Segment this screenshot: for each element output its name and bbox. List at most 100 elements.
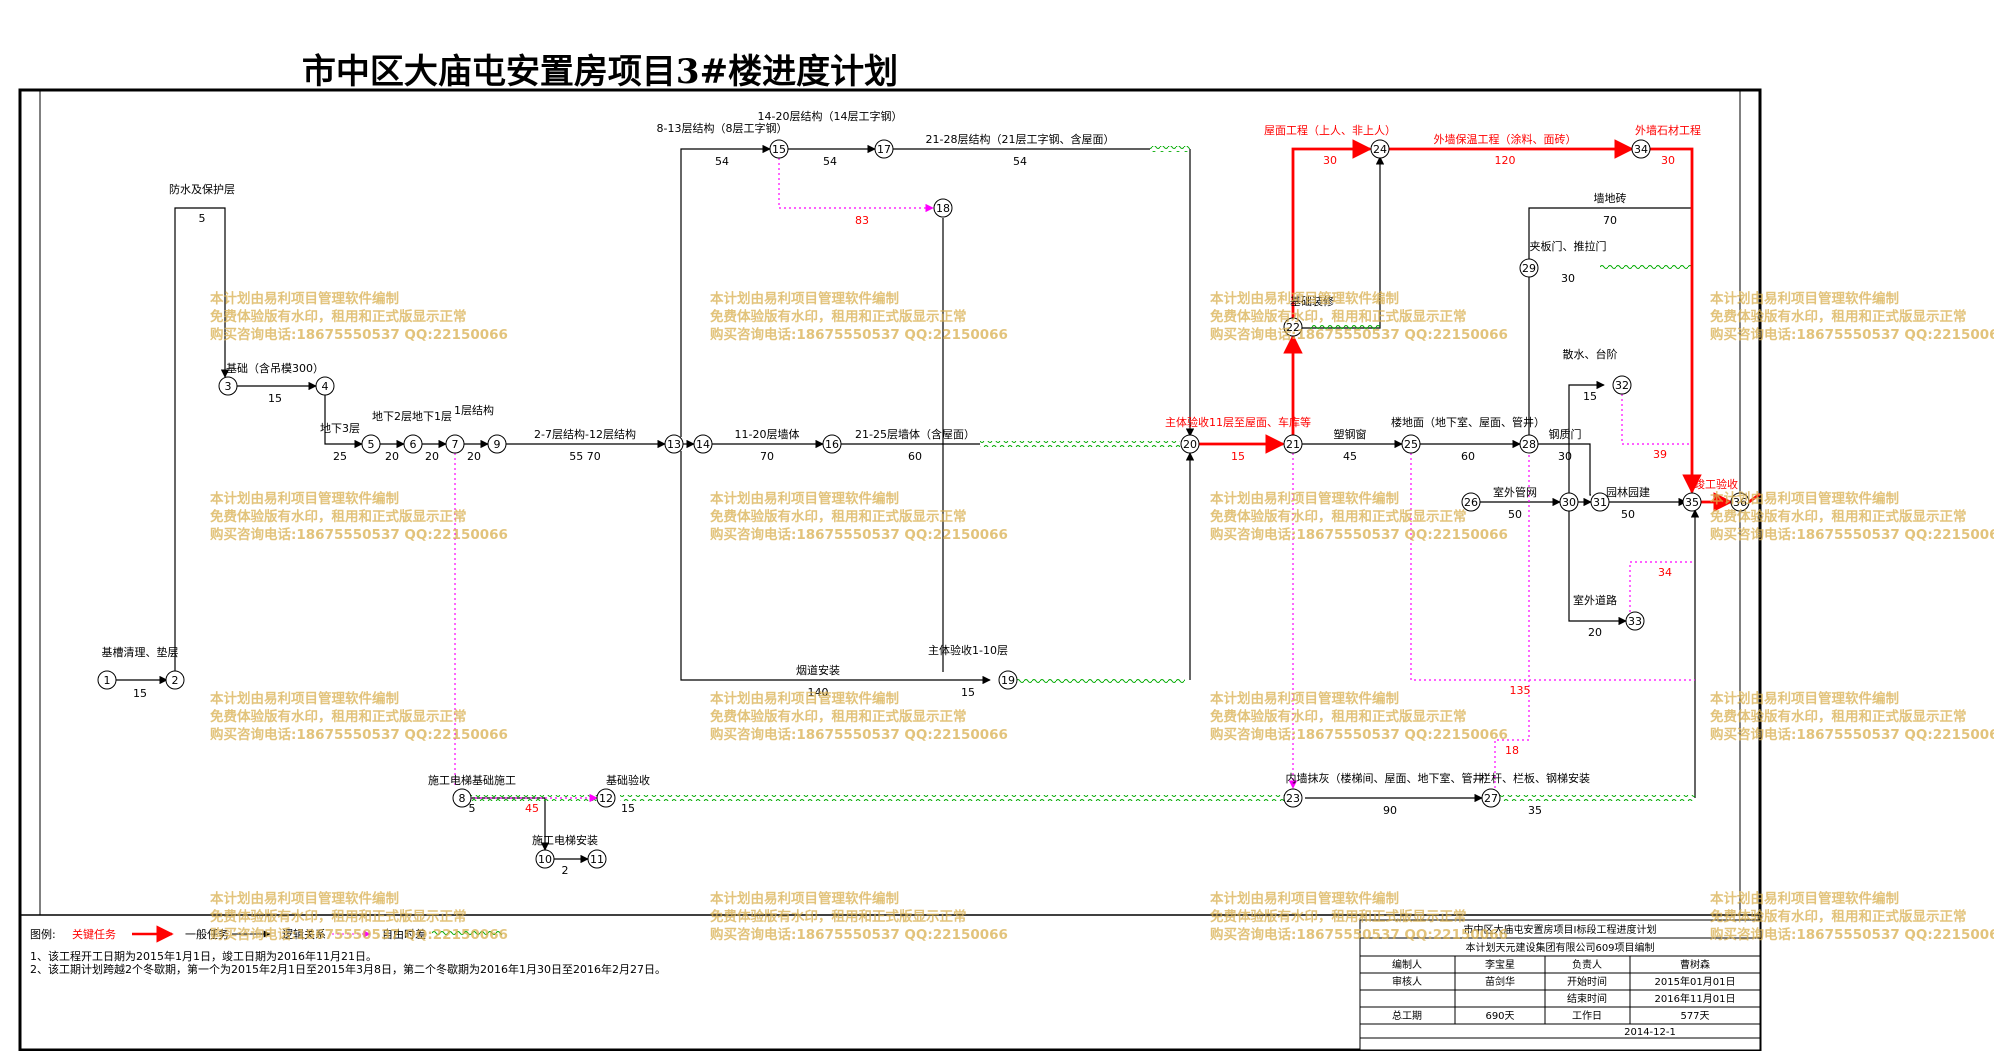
node-7[interactable]: 7 (445, 434, 465, 454)
node-19[interactable]: 19 (998, 670, 1018, 690)
node-25[interactable]: 25 (1401, 434, 1421, 454)
nodes: 1 2 3 4 5 6 7 9 13 14 15 16 17 18 19 20 … (97, 139, 1750, 869)
tb-r4-c4: 577天 (1680, 1011, 1709, 1022)
node-20-label: 20 (1183, 438, 1197, 451)
node-21[interactable]: 21 (1283, 434, 1303, 454)
float-39: 39 (1653, 448, 1667, 461)
task-t33-name: 基础验收 (606, 773, 650, 787)
task-t1-dur: 15 (133, 687, 147, 700)
node-13[interactable]: 13 (664, 434, 684, 454)
outer-frame (18, 88, 1762, 1051)
task-t29-name: 内墙抹灰（楼梯间、屋面、地下室、管井） (1286, 771, 1495, 785)
task-t25-dur: 15 (1583, 390, 1597, 403)
task-t23-name: 墙地砖 (1594, 191, 1627, 205)
title-block: 市中区大庙屯安置房项目Ⅰ标段工程进度计划 本计划天元建设集团有限公司609项目编… (1359, 919, 1761, 1051)
node-32[interactable]: 32 (1612, 375, 1632, 395)
node-36[interactable]: 36 (1730, 492, 1750, 512)
logic-32-35 (1621, 394, 1692, 445)
node-5[interactable]: 5 (361, 434, 381, 454)
node-27-label: 27 (1484, 792, 1498, 805)
task-t11-dur: 54 (1013, 155, 1027, 168)
node-12[interactable]: 12 (596, 788, 616, 808)
node-19-label: 19 (1001, 674, 1015, 687)
node-35[interactable]: 35 (1682, 492, 1702, 512)
node-15[interactable]: 15 (769, 139, 789, 159)
node-23-label: 23 (1286, 792, 1300, 805)
task-t5-dur: 20 (385, 450, 399, 463)
task-t1-name: 基槽清理、垫层 (102, 645, 179, 659)
node-6-label: 6 (410, 438, 417, 451)
float-27 (1500, 795, 1695, 801)
task-t4-name: 地下3层 (320, 422, 360, 435)
task-t18-name: 外墙保温工程（涂料、面砖） (1434, 132, 1577, 146)
node-3[interactable]: 3 (218, 376, 238, 396)
task-t30-name: 栏杆、栏板、钢梯安装 (1480, 771, 1590, 785)
tb-r2-c4: 2015年01月01日 (1655, 975, 1736, 988)
task-t19-dur: 30 (1661, 154, 1675, 167)
node-17-label: 17 (877, 143, 891, 156)
node-27[interactable]: 27 (1481, 788, 1501, 808)
node-6[interactable]: 6 (403, 434, 423, 454)
node-18[interactable]: 18 (933, 198, 953, 218)
task-t12-name: 11-20层墙体 (735, 427, 800, 441)
node-34[interactable]: 34 (1631, 139, 1651, 159)
node-2-label: 2 (172, 674, 179, 687)
task-t32-name: 施工电梯安装 (532, 833, 598, 847)
node-26[interactable]: 26 (1461, 492, 1481, 512)
node-31[interactable]: 31 (1590, 492, 1610, 512)
task-t22-name: 钢质门 (1549, 427, 1582, 441)
node-24[interactable]: 24 (1370, 139, 1390, 159)
node-14-label: 14 (696, 438, 710, 451)
node-15-label: 15 (772, 143, 786, 156)
legend-float-wave (432, 931, 502, 937)
task-t9-dur: 54 (715, 155, 729, 168)
task-t8-name: 2-7层结构-12层结构 (534, 427, 636, 441)
node-9-label: 9 (494, 438, 501, 451)
node-33[interactable]: 33 (1625, 611, 1645, 631)
task-t31-name: 施工电梯基础施工 (428, 774, 516, 787)
task-t12-dur: 70 (760, 450, 774, 463)
task-t10-dur: 54 (823, 155, 837, 168)
task-t30-dur: 35 (1528, 804, 1542, 817)
task-t4-dur: 25 (333, 450, 347, 463)
arrow-30-32 (1568, 380, 1605, 493)
node-9[interactable]: 9 (487, 434, 507, 454)
critical-34-35 (1650, 147, 1702, 494)
node-4[interactable]: 4 (315, 376, 335, 396)
task-t7-dur: 20 (467, 450, 481, 463)
node-10[interactable]: 10 (535, 849, 555, 869)
task-t24-dur: 30 (1561, 272, 1575, 285)
node-29[interactable]: 29 (1519, 258, 1539, 278)
legend-label: 图例: (30, 927, 56, 941)
node-25-label: 25 (1404, 438, 1418, 451)
node-28[interactable]: 28 (1519, 434, 1539, 454)
node-23[interactable]: 23 (1283, 788, 1303, 808)
node-30[interactable]: 30 (1559, 492, 1579, 512)
node-8[interactable]: 8 (452, 788, 472, 808)
node-17[interactable]: 17 (874, 139, 894, 159)
node-30-label: 30 (1562, 496, 1576, 509)
node-28-label: 28 (1522, 438, 1536, 451)
node-2[interactable]: 2 (165, 670, 185, 690)
task-t27-dur: 50 (1621, 508, 1635, 521)
legend-logic-label: 逻辑关系 (282, 927, 326, 941)
node-11[interactable]: 11 (587, 849, 607, 869)
task-labels: 基槽清理、垫层 15 防水及保护层 5 基础（含吊模300） 15 地下3层 2… (102, 109, 1739, 877)
node-22[interactable]: 22 (1283, 317, 1303, 337)
node-20[interactable]: 20 (1180, 434, 1200, 454)
arrow-30-33 (1568, 511, 1627, 626)
logic-33-35 (1629, 561, 1695, 612)
task-t5-name: 地下2层 (372, 410, 412, 423)
arrow-13-15 (680, 144, 771, 437)
task-t26-dur: 50 (1508, 508, 1522, 521)
task-t22-dur: 30 (1558, 450, 1572, 463)
task-t6-name: 地下1层 (412, 410, 452, 423)
node-14[interactable]: 14 (693, 434, 713, 454)
task-t11-name: 21-28层结构（21层工字钢、含屋面） (926, 132, 1115, 146)
task-t2-name: 防水及保护层 (169, 182, 235, 196)
node-1[interactable]: 1 (97, 670, 117, 690)
tb-r1-c2: 李宝星 (1485, 958, 1515, 971)
page-title: 市中区大庙屯安置房项目3#楼进度计划 (301, 52, 899, 92)
node-16[interactable]: 16 (822, 434, 842, 454)
node-26-label: 26 (1464, 496, 1478, 509)
